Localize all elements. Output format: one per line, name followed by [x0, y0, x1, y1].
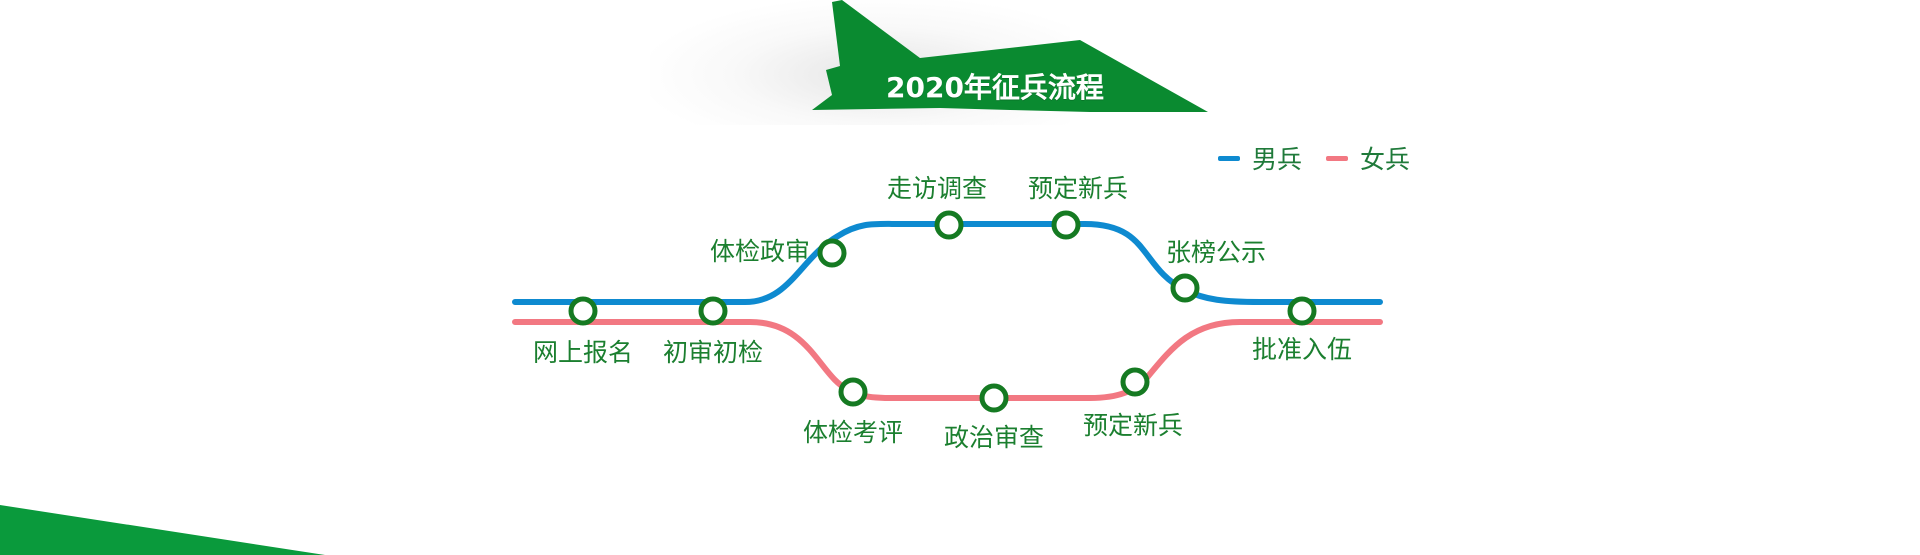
- node-male-public-notice: [1170, 273, 1200, 303]
- legend-male-label: 男兵: [1252, 145, 1303, 174]
- legend-female-swatch: [1326, 155, 1348, 161]
- node-initial-screening: [698, 296, 728, 326]
- male-route-line: [512, 220, 1383, 305]
- label-online-registration: 网上报名: [532, 338, 634, 367]
- node-female-physical-eval: [838, 377, 868, 407]
- page-title: 2020年征兵流程: [886, 71, 1104, 104]
- female-route-line: [512, 319, 1383, 401]
- label-male-pre-select: 预定新兵: [1027, 174, 1129, 203]
- node-approve-enlist: [1287, 296, 1317, 326]
- label-female-pre-select: 预定新兵: [1082, 411, 1184, 440]
- label-male-visit-investigation: 走访调查: [886, 174, 988, 203]
- legend-male: 男兵: [1218, 140, 1302, 176]
- label-female-political-review: 政治审查: [943, 423, 1045, 452]
- node-female-pre-select: [1120, 367, 1150, 397]
- legend-female: 女兵: [1326, 140, 1410, 176]
- node-male-visit-investigation: [934, 210, 964, 240]
- corner-wedge: [0, 505, 325, 555]
- label-approve-enlist: 批准入伍: [1251, 335, 1353, 364]
- label-male-physical-political: 体检政审: [709, 237, 811, 266]
- node-female-political-review: [979, 383, 1009, 413]
- legend-male-swatch: [1218, 155, 1240, 161]
- node-male-physical-political: [817, 238, 847, 268]
- label-female-physical-eval: 体检考评: [802, 418, 904, 447]
- fighter-jet-icon: [812, 0, 1208, 112]
- label-initial-screening: 初审初检: [662, 338, 764, 367]
- node-online-registration: [568, 296, 598, 326]
- node-male-pre-select: [1051, 210, 1081, 240]
- legend-female-label: 女兵: [1360, 145, 1411, 174]
- label-male-public-notice: 张榜公示: [1165, 238, 1267, 267]
